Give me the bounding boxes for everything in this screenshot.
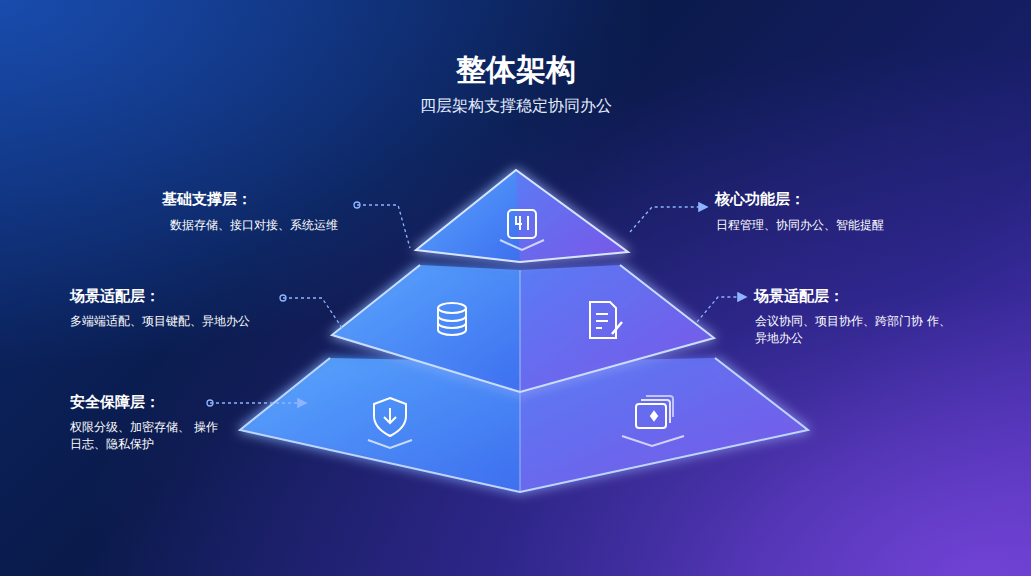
tier-face	[416, 170, 520, 262]
layer-description: 权限分级、加密存储、 操作日志、隐私保护	[70, 419, 220, 454]
leader-dot	[207, 400, 213, 406]
tier-edge	[332, 265, 714, 392]
layer-description: 数据存储、接口对接、系统运维	[170, 217, 410, 234]
layer-description: 日程管理、协同办公、智能提醒	[716, 217, 956, 234]
layer-heading: 基础支撑层：	[162, 189, 362, 211]
leader-line	[283, 298, 342, 328]
layer-description: 多端端适配、项目键配、异地办公	[70, 313, 310, 330]
leader-dot	[280, 295, 286, 301]
leader-lines	[207, 202, 745, 406]
subtitle: 四层架构支撑稳定协同办公	[0, 94, 1031, 117]
leader-line	[357, 205, 410, 248]
cards-icon	[622, 396, 684, 446]
tier-edge	[520, 270, 521, 392]
pyramid-tier	[416, 170, 628, 262]
tier-face	[520, 265, 714, 392]
leader-line	[210, 402, 305, 403]
pyramid-tier	[332, 265, 714, 392]
layer-heading: 场景适配层：	[70, 286, 270, 308]
layer-description: 会议协同、项目协作、跨部门协 作、异地办公	[755, 313, 955, 348]
tier-icons	[368, 210, 684, 448]
database-icon	[438, 303, 466, 335]
leader-line	[630, 207, 706, 232]
chip-icon	[500, 210, 544, 250]
shield-icon	[368, 398, 412, 448]
diagram-title: 整体架构	[0, 48, 1031, 92]
tier-edge	[416, 170, 628, 262]
layer-heading: 安全保障层：	[70, 392, 270, 414]
layer-heading: 场景适配层：	[754, 286, 954, 308]
leader-dot	[354, 202, 360, 208]
tier-face	[332, 265, 520, 392]
layer-heading: 核心功能层：	[715, 189, 915, 211]
tier-face	[516, 170, 628, 262]
document-icon	[590, 302, 622, 338]
leader-line	[697, 297, 745, 322]
